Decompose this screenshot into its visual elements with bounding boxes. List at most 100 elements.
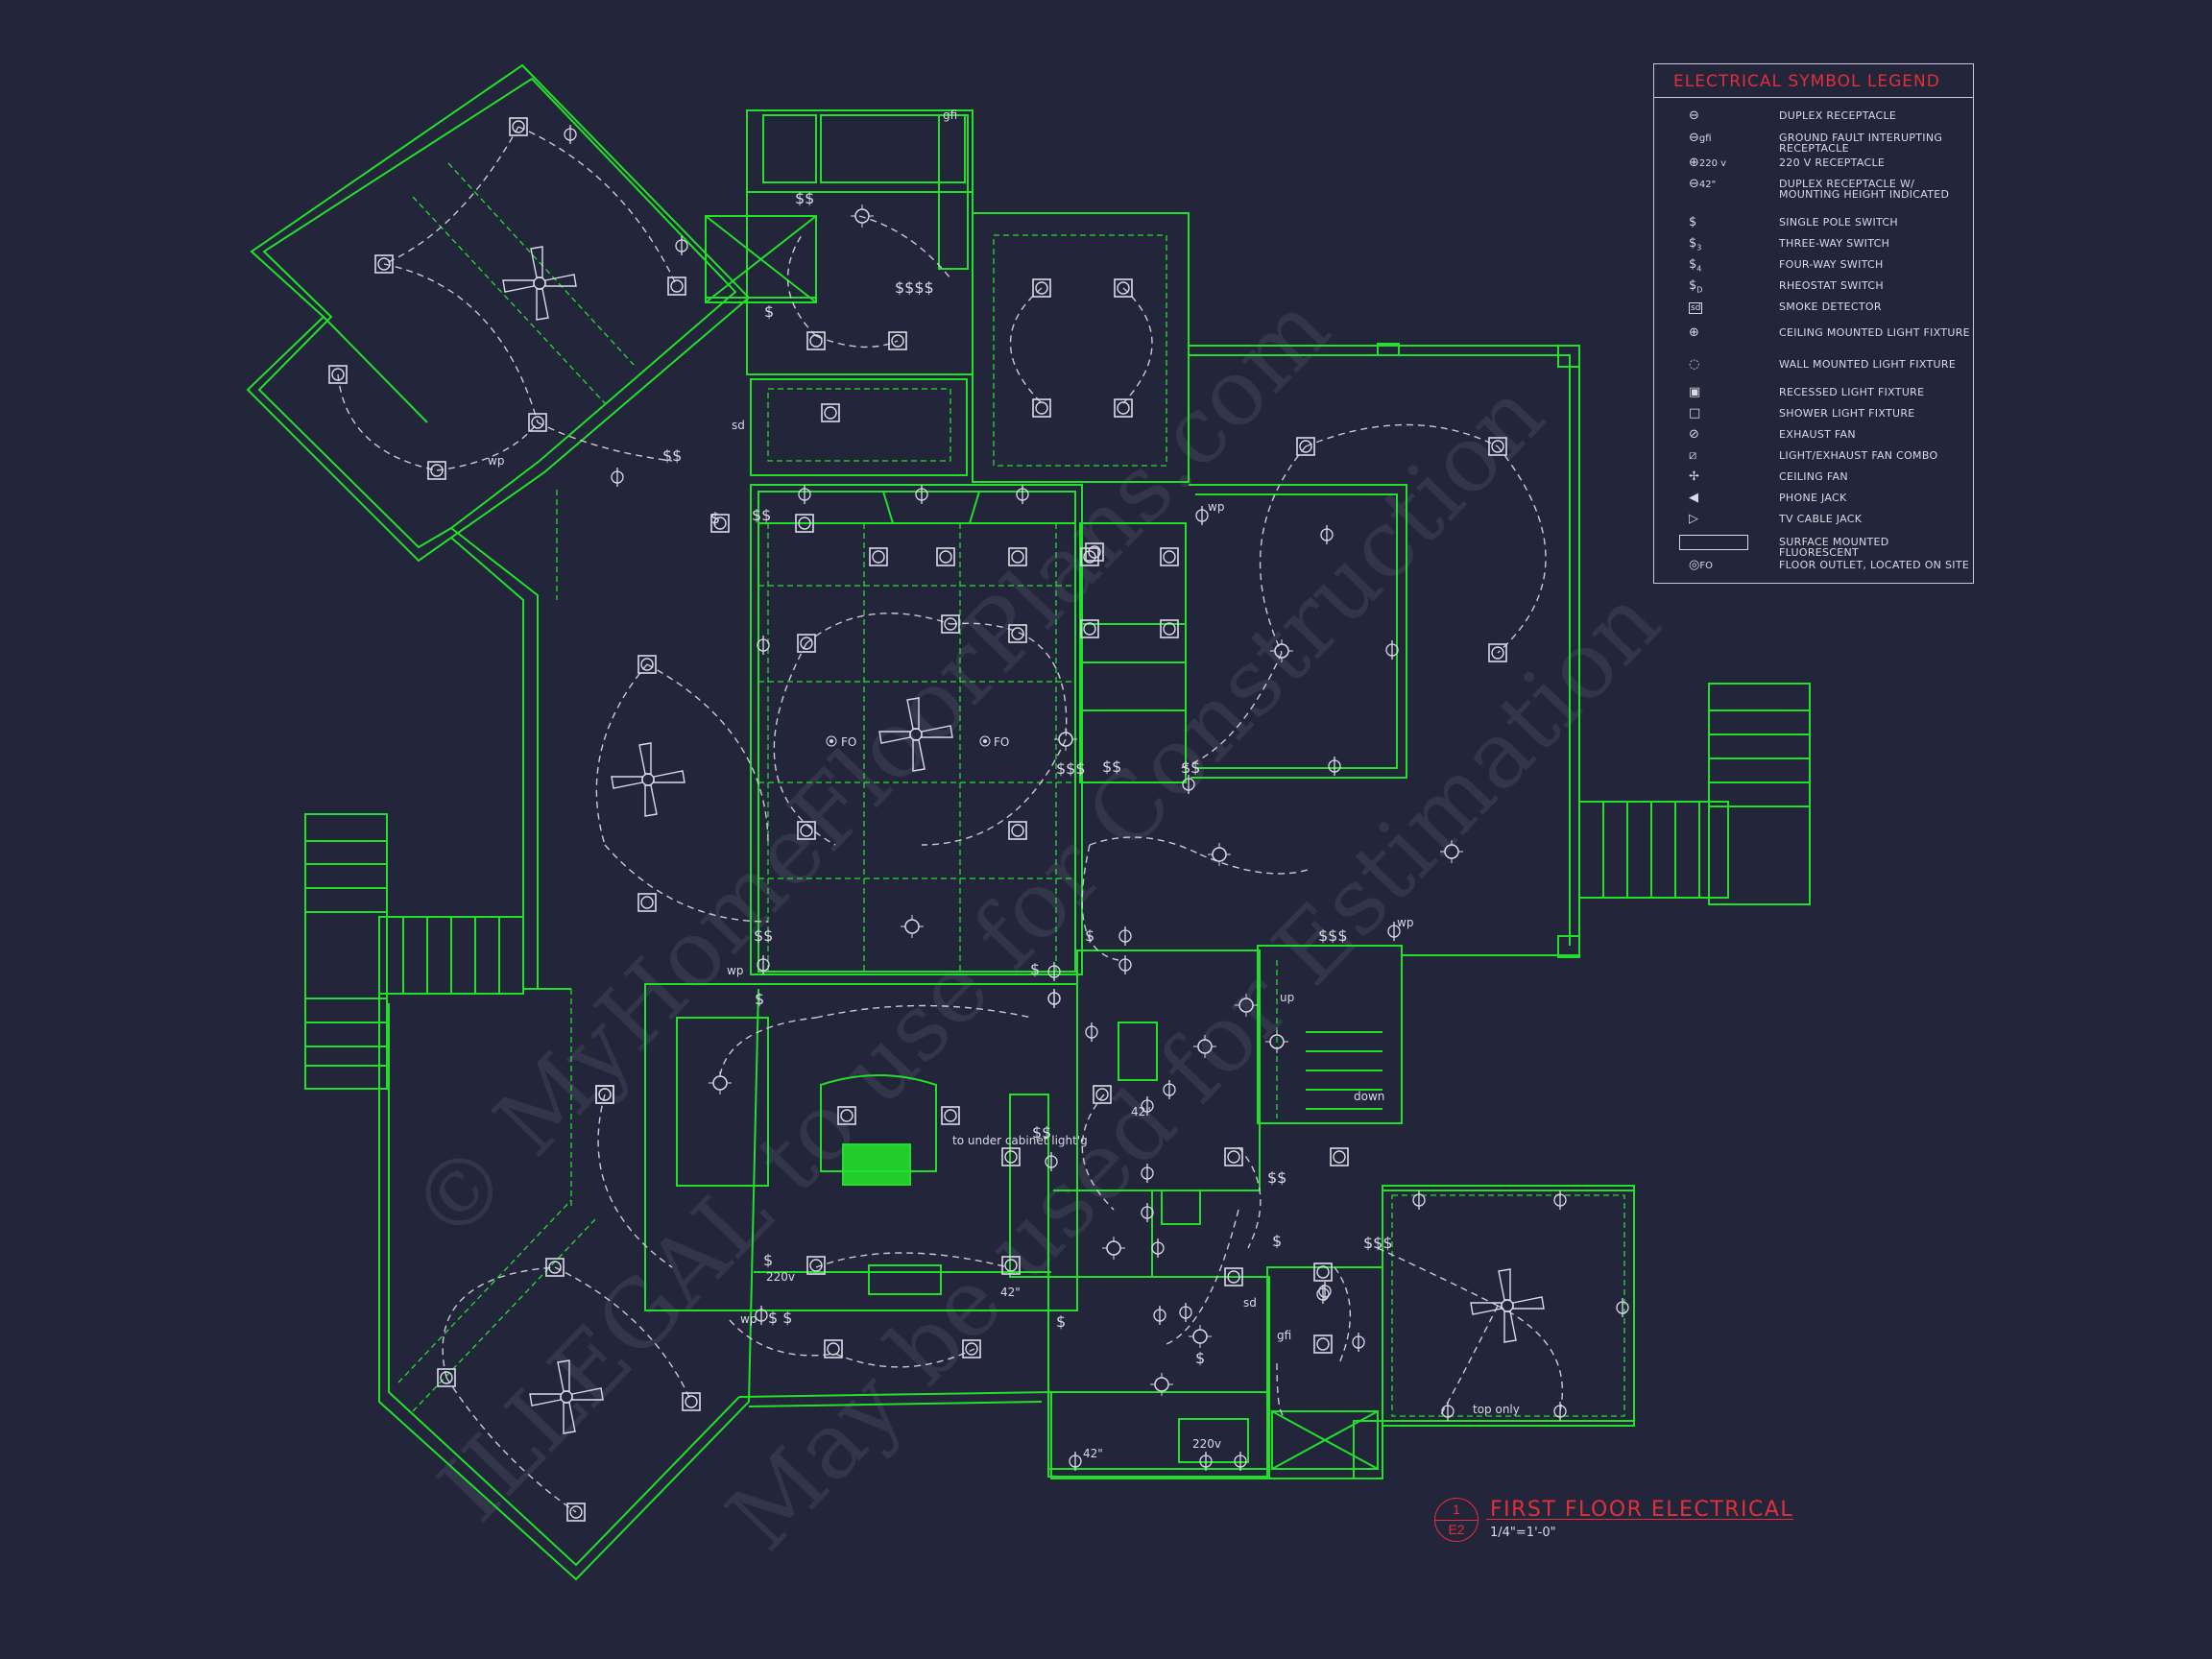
legend-label: RECESSED LIGHT FIXTURE <box>1779 386 1925 398</box>
legend-label: DUPLEX RECEPTACLE <box>1779 109 1897 122</box>
tv-cable-jack-icon: ▷ <box>1689 512 1698 526</box>
plan-notes: FO FO to under cabinet light'g top only … <box>488 108 1520 1460</box>
duplex-receptacle-icon <box>1316 1284 1330 1305</box>
single-pole-switch-icon: $$ <box>1102 757 1121 776</box>
under-cabinet-note: to under cabinet light'g <box>952 1134 1088 1147</box>
legend-row: ⧄ LIGHT/EXHAUST FAN COMBO <box>1654 448 1973 469</box>
recessed-light-icon <box>806 331 826 350</box>
single-pole-switch-icon: $$ <box>795 189 814 207</box>
legend-row: ⊖ DUPLEX RECEPTACLE <box>1654 108 1973 130</box>
ceiling-light-icon <box>850 204 875 228</box>
legend-label: WALL MOUNTED LIGHT FIXTURE <box>1779 358 1957 371</box>
detail-bubble: 1 E2 <box>1434 1498 1479 1542</box>
legend-label: EXHAUST FAN <box>1779 428 1856 441</box>
shower-light-icon: □ <box>1689 406 1701 421</box>
three-way-switch-icon: $ <box>1085 926 1094 945</box>
recessed-light-icon <box>1008 821 1027 840</box>
single-pole-switch-icon: $ <box>1030 960 1040 978</box>
ceiling-fan-icon <box>611 742 685 817</box>
duplex-receptacle-icon <box>611 467 624 488</box>
floor-outlet-icon: ◎FO <box>1689 558 1713 572</box>
recessed-light-icon <box>1032 398 1051 418</box>
gfi-receptacle-icon: ⊖gfi <box>1689 131 1712 145</box>
legend-label: PHONE JACK <box>1779 492 1847 504</box>
duplex-receptacle-icon <box>798 484 811 505</box>
single-pole-switch-icon: $ $ <box>768 1309 792 1327</box>
recessed-light-icon <box>1313 1334 1333 1354</box>
legend-label: RHEOSTAT SWITCH <box>1779 279 1884 292</box>
light-exhaust-fan-icon: ⧄ <box>1689 448 1697 463</box>
single-pole-switch-icon: $$ <box>752 506 771 524</box>
legend-row: $D RHEOSTAT SWITCH <box>1654 278 1973 300</box>
duplex-receptacle-icon <box>1016 484 1029 505</box>
legend-label: DUPLEX RECEPTACLE W/ MOUNTING HEIGHT IND… <box>1779 178 1950 201</box>
duplex-receptacle-icon <box>1151 1238 1165 1259</box>
title-underline <box>1486 1519 1793 1520</box>
legend-row: ▣ RECESSED LIGHT FIXTURE <box>1654 385 1973 406</box>
ceiling-light-icon <box>1101 1236 1126 1261</box>
weatherproof-label: wp <box>727 964 743 977</box>
220v-label: 220v <box>1192 1437 1221 1451</box>
duplex-receptacle-icon <box>1153 1305 1166 1326</box>
legend-label: THREE-WAY SWITCH <box>1779 237 1890 250</box>
legend-label: 220 V RECEPTACLE <box>1779 156 1886 169</box>
legend-label: FLOOR OUTLET, LOCATED ON SITE <box>1779 559 1970 571</box>
drawing-title: FIRST FLOOR ELECTRICAL <box>1490 1498 1794 1522</box>
single-pole-switch-icon: $ <box>763 1251 773 1269</box>
duplex-receptacle-icon <box>1318 1281 1332 1302</box>
gfi-label: gfi <box>943 108 957 122</box>
recessed-light-icon <box>869 547 888 566</box>
smoke-detector-label: sd <box>1243 1296 1257 1310</box>
mounting-height-label: 42" <box>1000 1286 1021 1299</box>
recessed-light-icon <box>1330 1147 1349 1166</box>
single-pole-switch-icon: $$ <box>1181 758 1200 777</box>
watermark-layer: © MyHomeFloorPlans.com ILLEGAL to use fo… <box>390 275 1681 1571</box>
drawing-scale: 1/4"=1'-0" <box>1490 1526 1556 1540</box>
single-pole-switch-icon: $ <box>764 302 774 321</box>
duplex-receptacle-icon <box>1412 1190 1426 1211</box>
rheostat-switch-icon: $D <box>1689 278 1703 295</box>
single-pole-switch-icon: $ <box>1689 215 1697 229</box>
single-pole-switch-icon: $$ <box>1267 1168 1286 1187</box>
single-pole-switch-icon: $ <box>755 990 764 1008</box>
top-only-note: top only <box>1473 1403 1520 1416</box>
recessed-light-icon <box>667 276 686 296</box>
three-way-switch-icon: $3 <box>1689 236 1702 252</box>
legend-row: ◌ WALL MOUNTED LIGHT FIXTURE <box>1654 357 1973 378</box>
mounting-height-label: 42" <box>1083 1447 1103 1460</box>
weatherproof-label: wp <box>740 1312 757 1326</box>
detail-number: 1 <box>1453 1502 1460 1517</box>
watermark-2: ILLEGAL to use for Construction <box>419 361 1565 1542</box>
legend-row: ⊘ EXHAUST FAN <box>1654 427 1973 448</box>
duplex-receptacle-icon <box>1118 954 1132 975</box>
duplex-receptacle-icon <box>1195 505 1209 526</box>
duplex-receptacle-icon: ⊖ <box>1689 108 1699 123</box>
duplex-receptacle-icon <box>1328 756 1341 777</box>
legend-label: TV CABLE JACK <box>1779 513 1863 525</box>
recessed-light-icon <box>941 1106 960 1125</box>
floor-outlet-group <box>826 735 991 747</box>
duplex-receptacle-icon <box>1047 988 1061 1009</box>
electrical-symbol-legend: ELECTRICAL SYMBOL LEGEND ⊖ DUPLEX RECEPT… <box>1653 63 1974 584</box>
walls <box>246 63 1811 1581</box>
single-pole-switch-icon: $ <box>1056 1312 1066 1331</box>
legend-row: ✢ CEILING FAN <box>1654 469 1973 491</box>
duplex-receptacle-icon <box>1085 1022 1098 1043</box>
smoke-detector-label: sd <box>732 419 745 432</box>
legend-label: CEILING FAN <box>1779 470 1848 483</box>
single-pole-switch-icon: $$ <box>754 926 773 945</box>
legend-label: GROUND FAULT INTERUPTING RECEPTACLE <box>1779 132 1943 155</box>
duplex-receptacle-icon <box>1441 1401 1455 1422</box>
drawing-title-block: 1 E2 FIRST FLOOR ELECTRICAL 1/4"=1'-0" <box>1434 1498 1799 1542</box>
mounting-height-label: 42" <box>1131 1105 1151 1118</box>
legend-row: sd SMOKE DETECTOR <box>1654 300 1973 321</box>
duplex-receptacle-icon <box>1616 1297 1629 1318</box>
wall-light-icon: ◌ <box>1689 357 1700 372</box>
ceiling-light-icon <box>1188 1324 1213 1349</box>
circuit-lines <box>337 126 1564 1513</box>
recessed-light-icon <box>1160 619 1179 638</box>
four-way-switch-icon: $4 <box>1689 257 1702 274</box>
legend-label: FOUR-WAY SWITCH <box>1779 258 1884 271</box>
duplex-receptacle-icon <box>755 1305 768 1326</box>
